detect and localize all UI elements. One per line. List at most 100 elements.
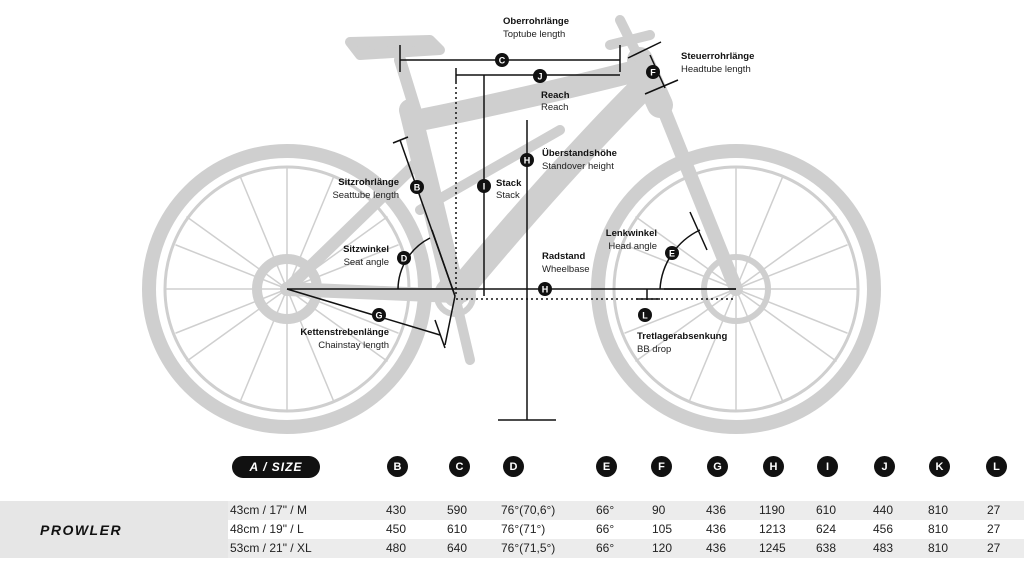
- col-header-g: G: [707, 456, 728, 477]
- marker-e: E: [665, 246, 679, 260]
- col-header-e: E: [596, 456, 617, 477]
- label-g-sub: Chainstay length: [318, 340, 389, 351]
- value-cell: 810: [928, 541, 949, 555]
- svg-text:J: J: [537, 72, 542, 82]
- svg-text:D: D: [401, 254, 408, 264]
- seat-angle-ray: [431, 229, 456, 297]
- value-cell: 66°: [596, 541, 615, 555]
- label-d-title: Sitzwinkel: [343, 244, 389, 255]
- label-h-wheelbase-title: Radstand: [542, 251, 585, 262]
- label-b-title: Sitzrohrlänge: [338, 177, 399, 188]
- label-e-sub: Head angle: [608, 241, 657, 252]
- bike-silhouette: [142, 15, 881, 434]
- value-cell: 640: [447, 541, 468, 555]
- value-cell: 610: [447, 522, 468, 536]
- label-h-wheelbase-sub: Wheelbase: [542, 264, 590, 275]
- col-header-d: D: [503, 456, 524, 477]
- label-f-sub: Headtube length: [681, 64, 751, 75]
- col-header-h: H: [763, 456, 784, 477]
- value-cell: 90: [652, 503, 666, 517]
- value-cell: 1245: [759, 541, 786, 555]
- headtube-end-bottom: [644, 79, 679, 95]
- value-cell: 27: [987, 503, 1001, 517]
- value-cell: 76°(71°): [501, 522, 546, 536]
- size-cell: 43cm / 17" / M: [230, 503, 307, 517]
- measurement-lines: [286, 41, 736, 421]
- value-cell: 436: [706, 522, 727, 536]
- marker-g: G: [372, 308, 386, 322]
- value-cell: 456: [873, 522, 894, 536]
- value-cell: 483: [873, 541, 894, 555]
- svg-text:I: I: [483, 182, 486, 192]
- label-j-sub: Reach: [541, 102, 568, 113]
- marker-b: B: [410, 180, 424, 194]
- label-l-title: Tretlagerabsenkung: [637, 331, 727, 342]
- model-band: [0, 501, 228, 558]
- value-cell: 450: [386, 522, 407, 536]
- marker-j: J: [533, 69, 547, 83]
- value-cell: 120: [652, 541, 673, 555]
- marker-f: F: [646, 65, 660, 79]
- size-cell: 48cm / 19" / L: [230, 522, 304, 536]
- svg-text:E: E: [669, 249, 675, 259]
- down-tube: [447, 72, 658, 303]
- col-header-j: J: [874, 456, 895, 477]
- svg-text:F: F: [650, 68, 656, 78]
- marker-l: L: [638, 308, 652, 322]
- label-f-title: Steuerrohrlänge: [681, 51, 754, 62]
- svg-text:B: B: [414, 183, 421, 193]
- value-cell: 436: [706, 503, 727, 517]
- label-g-title: Kettenstrebenlänge: [300, 327, 389, 338]
- col-header-f: F: [651, 456, 672, 477]
- marker-d: D: [397, 251, 411, 265]
- labels: Oberrohrlänge Toptube length Reach Reach…: [300, 16, 754, 355]
- svg-text:H: H: [542, 285, 549, 295]
- chainstay: [280, 282, 462, 303]
- value-cell: 480: [386, 541, 407, 555]
- headtube-end-top: [627, 41, 662, 59]
- value-cell: 638: [816, 541, 837, 555]
- table-row: 53cm / 21" / XL 480 640 76°(71,5°) 66° 1…: [0, 539, 1024, 558]
- crank-arm: [450, 291, 475, 365]
- value-cell: 610: [816, 503, 837, 517]
- size-cell: 53cm / 21" / XL: [230, 541, 312, 555]
- chainstay-line: [286, 288, 441, 336]
- label-i-sub: Stack: [496, 190, 520, 201]
- label-e-title: Lenkwinkel: [606, 228, 657, 239]
- marker-i: I: [477, 179, 491, 193]
- marker-h-wheelbase: H: [538, 282, 552, 296]
- seat-stay: [281, 154, 426, 295]
- svg-text:G: G: [375, 311, 382, 321]
- crank-dim-line: [444, 295, 456, 346]
- label-l-sub: BB drop: [637, 344, 671, 355]
- value-cell: 590: [447, 503, 468, 517]
- col-header-i: I: [817, 456, 838, 477]
- saddle: [345, 35, 445, 60]
- value-cell: 810: [928, 503, 949, 517]
- label-d-sub: Seat angle: [344, 257, 389, 268]
- table-row: 43cm / 17" / M 430 590 76°(70,6°) 66° 90…: [0, 501, 1024, 520]
- marker-c: C: [495, 53, 509, 67]
- value-cell: 66°: [596, 503, 615, 517]
- col-header-l: L: [986, 456, 1007, 477]
- value-cell: 27: [987, 541, 1001, 555]
- shock-link: [415, 125, 565, 215]
- value-cell: 1213: [759, 522, 786, 536]
- label-b-sub: Seattube length: [332, 190, 399, 201]
- value-cell: 430: [386, 503, 407, 517]
- value-cell: 76°(71,5°): [501, 541, 556, 555]
- value-cell: 105: [652, 522, 673, 536]
- table-row: 48cm / 19" / L 450 610 76°(71°) 66° 105 …: [0, 520, 1024, 539]
- markers: C J F H I B D H E G L: [372, 53, 679, 322]
- top-tube: [409, 59, 651, 131]
- label-h-standover-title: Überstandshöhe: [542, 148, 617, 159]
- value-cell: 66°: [596, 522, 615, 536]
- svg-text:L: L: [642, 311, 648, 321]
- label-i-title: Stack: [496, 178, 522, 189]
- value-cell: 1190: [759, 503, 785, 517]
- label-j-title: Reach: [541, 90, 570, 101]
- value-cell: 440: [873, 503, 894, 517]
- col-header-b: B: [387, 456, 408, 477]
- svg-text:C: C: [499, 56, 506, 66]
- value-cell: 27: [987, 522, 1001, 536]
